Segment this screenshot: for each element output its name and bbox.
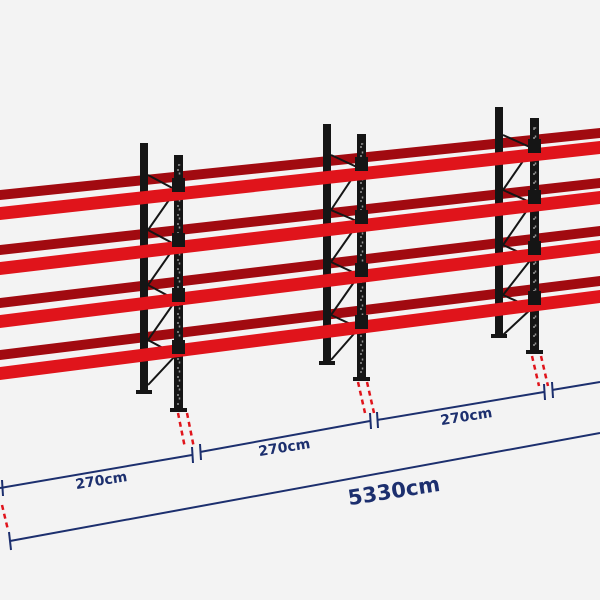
beams-back <box>0 128 600 360</box>
base-plate <box>353 377 370 381</box>
beam-level-1-front <box>0 141 600 220</box>
upright-front <box>357 134 366 379</box>
bay-dimension-line-1 <box>0 454 193 489</box>
bay-dimension-line-2 <box>199 420 371 453</box>
base-plate <box>526 350 543 354</box>
upright-front <box>174 155 183 410</box>
dimension-tick <box>1 479 4 497</box>
dimension-tick <box>8 531 12 551</box>
dimension-tick <box>199 443 202 461</box>
base-plate <box>136 390 152 394</box>
dimension-tick <box>369 412 372 430</box>
dimension-tick <box>551 381 554 399</box>
beam-level-3-back <box>0 226 600 308</box>
upright-punch-holes <box>177 127 537 406</box>
beam-level-2-front <box>0 191 600 275</box>
dimension-tick <box>543 383 546 401</box>
dimension-lines <box>0 381 600 551</box>
upright-back <box>140 143 148 393</box>
bay-dimension-line-3 <box>376 391 545 421</box>
beam-level-2-back <box>0 178 600 255</box>
bay-dimension-line-4 <box>551 381 600 391</box>
upright-back <box>495 107 503 337</box>
beam-connectors <box>172 139 541 354</box>
beam-level-1-back <box>0 128 600 200</box>
base-plate <box>319 361 335 365</box>
beams-front <box>0 141 600 380</box>
beam-level-3-front <box>0 240 600 328</box>
floor-markers <box>0 355 550 531</box>
dimension-tick <box>191 446 194 464</box>
total-dimension-line <box>9 432 600 542</box>
base-plate <box>491 334 507 338</box>
beam-level-4-back <box>0 276 600 360</box>
beam-level-4-front <box>0 290 600 380</box>
base-plate <box>170 408 187 412</box>
dimension-tick <box>376 411 379 429</box>
upright-back <box>323 124 331 364</box>
upright-front <box>530 118 539 353</box>
